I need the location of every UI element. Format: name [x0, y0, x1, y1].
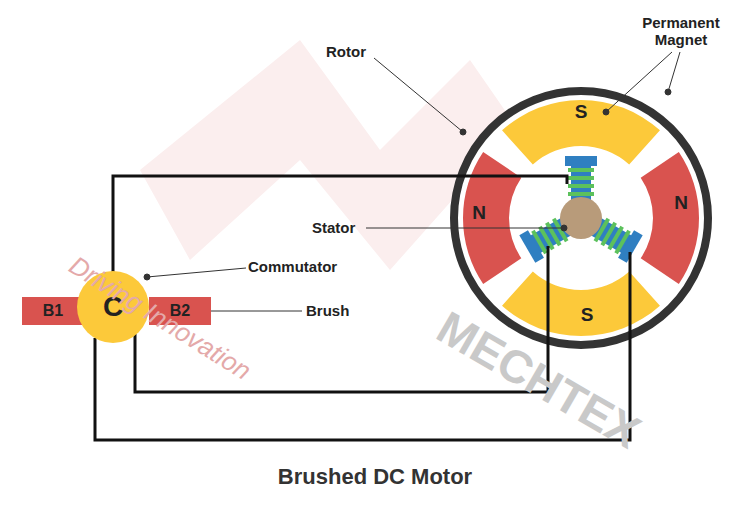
magnet-pole: N — [464, 199, 494, 227]
part-label: Brush — [306, 302, 349, 319]
leader-dot — [561, 225, 567, 231]
magnet-segment — [641, 152, 699, 284]
leader-line — [606, 52, 672, 112]
leader-line — [147, 268, 246, 277]
leader-line — [668, 52, 680, 92]
motor-body — [454, 91, 708, 345]
node-text: S — [581, 304, 594, 326]
leader-line — [374, 58, 463, 132]
watermark-text: MECHTEX — [428, 300, 650, 459]
magnet-segment — [502, 272, 660, 336]
part-label: Rotor — [326, 43, 366, 60]
brush-block: B1 — [22, 297, 84, 325]
tooth-cap — [565, 156, 597, 166]
magnet-segment — [502, 100, 660, 164]
magnet-segment — [463, 152, 521, 284]
node-text: B1 — [43, 302, 63, 320]
leader-dot — [144, 274, 150, 280]
leader-dot — [603, 109, 609, 115]
node-text: N — [674, 192, 688, 214]
part-label: Commutator — [248, 258, 337, 275]
leader-line — [206, 311, 302, 312]
motor-housing — [454, 91, 708, 345]
caption: Brushed DC Motor — [0, 464, 750, 490]
part-label: Stator — [312, 219, 355, 236]
node-text: N — [472, 202, 486, 224]
part-label: Permanent Magnet — [636, 14, 726, 48]
coil-winding — [568, 176, 594, 180]
wire — [113, 176, 567, 272]
magnet-pole: S — [572, 301, 602, 329]
leader-line — [366, 228, 564, 229]
magnet-pole: N — [666, 189, 696, 217]
coil-winding — [568, 192, 594, 196]
leader-dot — [460, 129, 466, 135]
node-text: S — [575, 101, 588, 123]
stator-core — [560, 197, 602, 239]
coil-winding — [568, 184, 594, 188]
leader-dot — [665, 89, 671, 95]
magnet-pole: S — [566, 98, 596, 126]
stator-tooth — [565, 156, 597, 202]
coil-winding — [568, 168, 594, 172]
leader-lines — [144, 52, 680, 314]
